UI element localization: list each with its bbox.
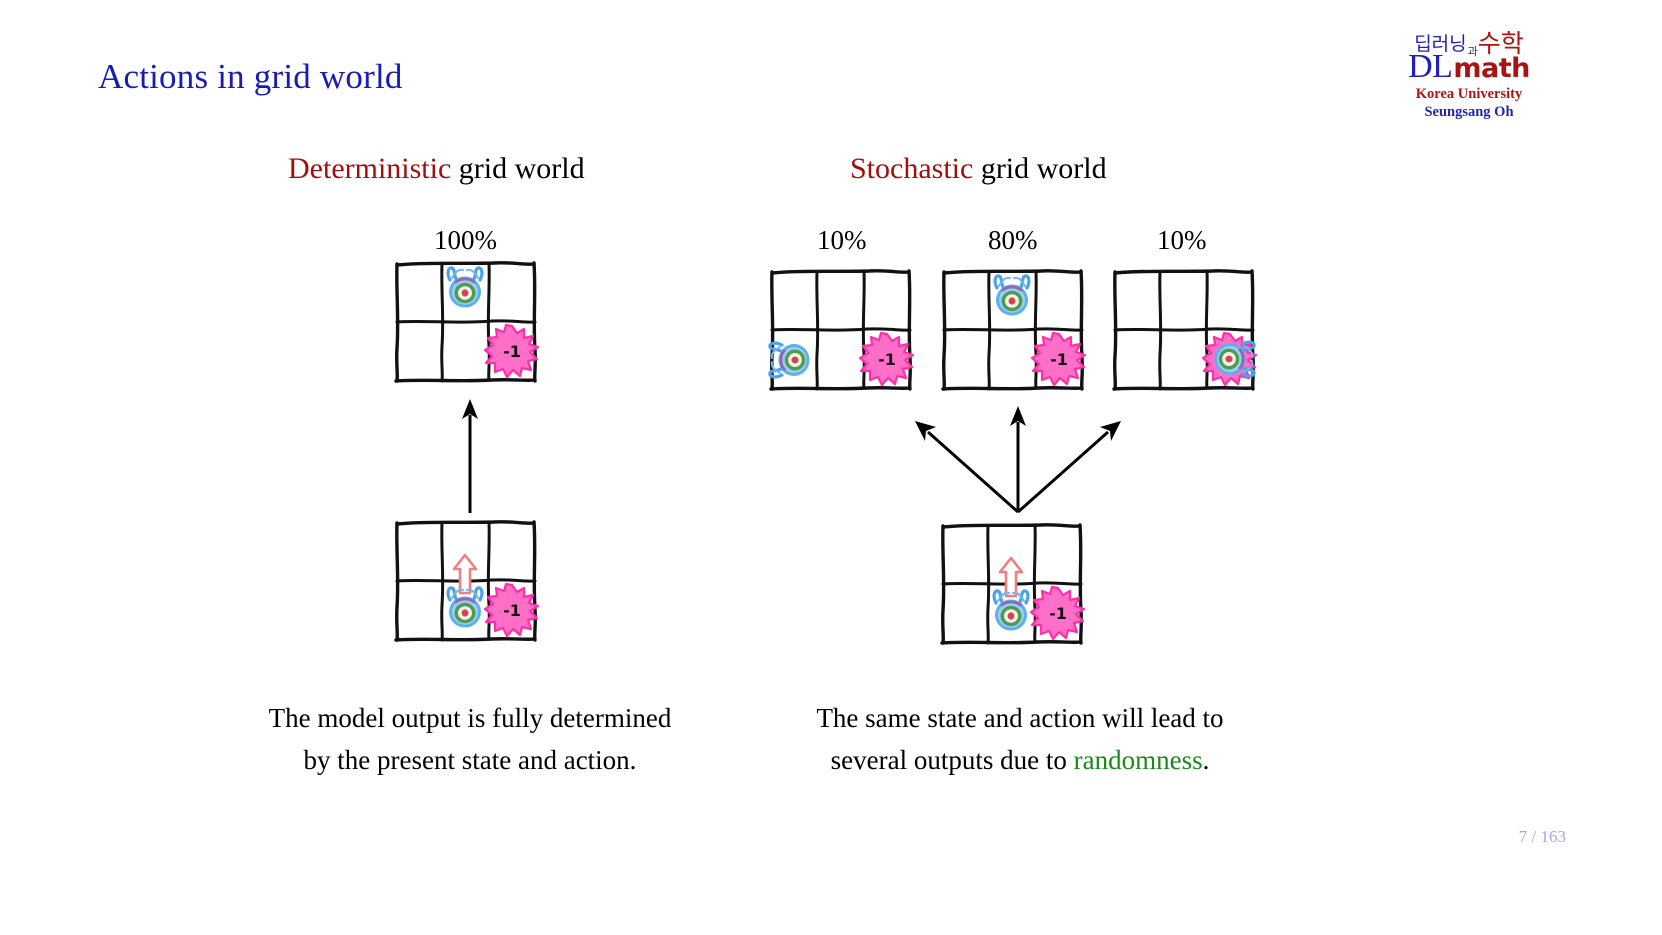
heading-deterministic-rest: grid world — [451, 152, 585, 185]
grid-deterministic-state: -1 — [392, 517, 542, 647]
penalty-cell: -1 — [483, 582, 540, 638]
caption-stochastic-line2: several outputs due to randomness. — [745, 740, 1295, 782]
percent-label-stochastic-right: 10% — [1157, 225, 1207, 255]
logo-dl-text: DL — [1408, 48, 1453, 85]
logo-korean-row: 딥러닝 과 수학 — [1394, 26, 1544, 58]
grid-deterministic-result: -1 — [392, 258, 542, 388]
grid-stochastic-outcome-right — [1110, 266, 1260, 396]
heading-stochastic-rest: grid world — [973, 152, 1107, 185]
arrow-to-right-outcome — [1017, 421, 1121, 514]
agent-token — [768, 341, 812, 379]
percent-label-stochastic-left: 10% — [817, 225, 867, 255]
heading-deterministic-emphasis: Deterministic — [288, 152, 452, 185]
logo-author: Seungsang Oh — [1424, 103, 1514, 120]
logo-math-text: math — [1453, 53, 1530, 84]
brand-logo: 딥러닝 과 수학 DL math Korea University Seungs… — [1394, 26, 1544, 119]
caption-deterministic: The model output is fully determined by … — [200, 698, 740, 782]
heading-stochastic-emphasis: Stochastic — [850, 152, 974, 185]
grid-stochastic-outcome-left: -1 — [767, 266, 917, 396]
penalty-cell: -1 — [858, 331, 915, 387]
penalty-label: -1 — [1050, 350, 1068, 369]
logo-korean-deeplearning: 딥러닝 — [1414, 33, 1467, 55]
caption-deterministic-line1: The model output is fully determined — [268, 703, 672, 733]
arrow-stochastic-transitions — [880, 400, 1160, 520]
penalty-label: -1 — [503, 342, 521, 361]
caption-stochastic-line2-post: . — [1202, 744, 1210, 775]
arrow-deterministic-transition — [440, 395, 500, 515]
caption-stochastic-line2-pre: several outputs due to — [830, 744, 1074, 775]
arrow-to-left-outcome — [915, 421, 1019, 514]
penalty-label: -1 — [878, 350, 896, 369]
grid-stochastic-state: -1 — [938, 520, 1088, 650]
action-arrow-up-icon — [998, 556, 1024, 598]
penalty-cell: -1 — [1029, 585, 1086, 641]
caption-stochastic-randomness: randomness — [1073, 744, 1203, 775]
penalty-label: -1 — [1049, 604, 1067, 623]
percent-label-deterministic: 100% — [434, 225, 497, 255]
page-number: 7 / 163 — [1518, 827, 1566, 846]
heading-deterministic: Deterministic grid world — [288, 152, 585, 186]
logo-university: Korea University — [1415, 86, 1523, 102]
action-arrow-up-icon — [452, 553, 478, 595]
page-title: Actions in grid world — [98, 57, 403, 96]
logo-dlmath-row: DL math — [1394, 50, 1544, 84]
logo-korean-math: 수학 — [1477, 29, 1524, 58]
caption-deterministic-line2: by the present state and action. — [303, 744, 637, 775]
agent-token — [993, 274, 1031, 318]
caption-stochastic: The same state and action will lead to s… — [745, 698, 1295, 782]
penalty-label: -1 — [503, 601, 521, 620]
percent-label-stochastic-center: 80% — [988, 225, 1038, 255]
grid-stochastic-outcome-center: -1 — [939, 266, 1089, 396]
agent-token — [446, 266, 484, 310]
penalty-cell: -1 — [483, 323, 540, 379]
caption-stochastic-line1: The same state and action will lead to — [816, 703, 1224, 733]
logo-korean-and: 과 — [1467, 45, 1478, 58]
heading-stochastic: Stochastic grid world — [850, 152, 1107, 186]
penalty-cell: -1 — [1030, 331, 1087, 387]
arrow-to-center-outcome — [1010, 406, 1026, 512]
